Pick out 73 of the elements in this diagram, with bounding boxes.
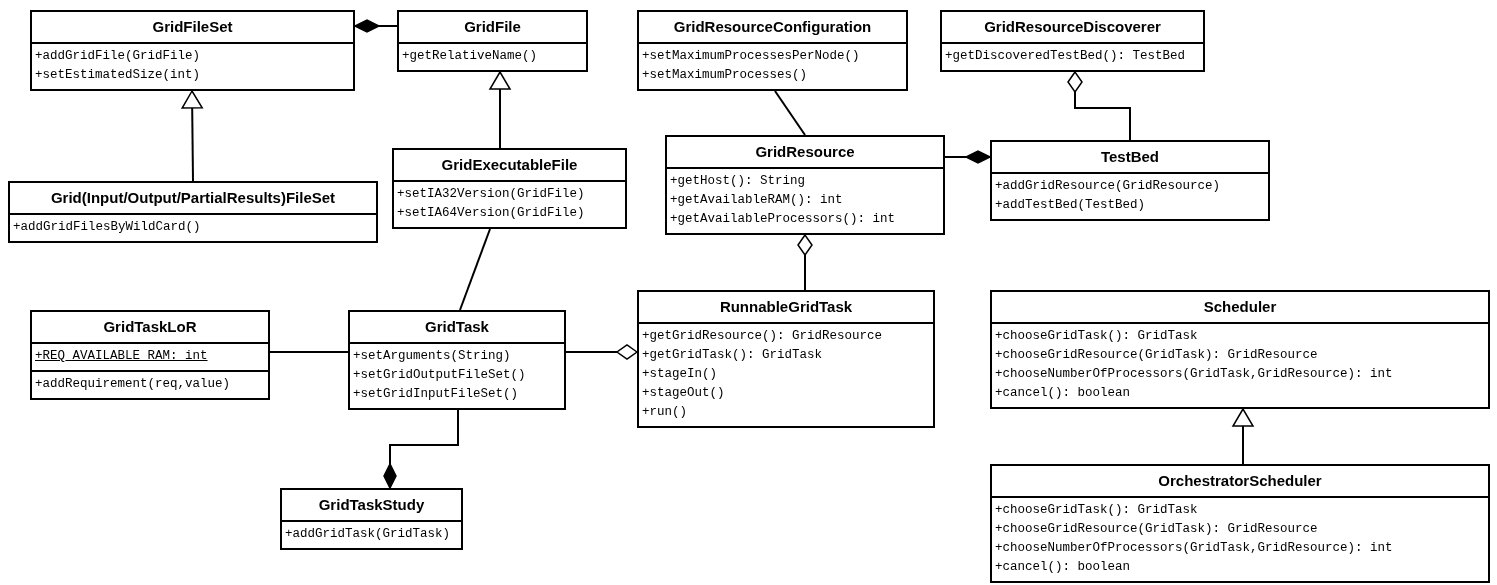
class-box	[637, 10, 908, 91]
method-text: +chooseGridResource(GridTask): GridResource	[994, 521, 1319, 538]
method-text: +chooseGridResource(GridTask): GridResource	[994, 347, 1319, 364]
aggregation-line	[797, 234, 813, 291]
association-line	[774, 90, 806, 136]
method-text: +setArguments(String)	[352, 348, 512, 365]
class-box	[990, 140, 1270, 221]
method-text: +stageOut()	[641, 385, 726, 402]
method-text: +getRelativeName()	[401, 48, 539, 65]
method-text: +stageIn()	[641, 366, 718, 383]
class-name: GridResourceConfiguration	[639, 12, 906, 44]
class-name: GridResourceDiscoverer	[942, 12, 1203, 44]
method-text: +getAvailableProcessors(): int	[669, 211, 897, 228]
method-text: +getAvailableRAM(): int	[669, 192, 844, 209]
class-box	[637, 290, 935, 428]
method-text: +chooseGridTask(): GridTask	[994, 502, 1199, 519]
method-text: +addGridResource(GridResource)	[994, 178, 1222, 195]
method-text: +run()	[641, 404, 688, 421]
class-name: TestBed	[992, 142, 1268, 174]
class-box	[348, 310, 566, 410]
method-text: +chooseGridTask(): GridTask	[994, 328, 1199, 345]
method-text: +getHost(): String	[669, 173, 807, 190]
class-name: Grid(Input/Output/PartialResults)FileSet	[10, 183, 376, 215]
class-name: GridFile	[399, 12, 586, 44]
class-box	[30, 10, 355, 91]
composition-line	[944, 150, 991, 164]
generalization-arrow	[181, 90, 203, 182]
class-box	[392, 148, 627, 229]
method-text: +setEstimatedSize(int)	[34, 67, 202, 84]
aggregation-line	[565, 344, 638, 360]
class-box	[397, 10, 588, 72]
composition-line	[354, 19, 398, 33]
method-text: +getGridTask(): GridTask	[641, 347, 824, 364]
association-line	[459, 228, 491, 311]
class-name: GridResource	[667, 137, 943, 169]
class-box	[990, 290, 1490, 409]
class-box	[30, 310, 270, 400]
class-name: RunnableGridTask	[639, 292, 933, 324]
method-text: +cancel(): boolean	[994, 559, 1132, 576]
method-text: +addTestBed(TestBed)	[994, 197, 1147, 214]
method-text: +setIA32Version(GridFile)	[396, 186, 586, 203]
method-text: +chooseNumberOfProcessors(GridTask,GridResource): int	[994, 540, 1394, 557]
class-name: Scheduler	[992, 292, 1488, 324]
class-name: GridTaskStudy	[282, 490, 461, 522]
method-text: +setMaximumProcessesPerNode()	[641, 48, 861, 65]
method-text: +addGridTask(GridTask)	[284, 526, 452, 543]
class-box	[940, 10, 1205, 72]
class-name: GridFileSet	[32, 12, 353, 44]
method-text: +getGridResource(): GridResource	[641, 328, 884, 345]
method-text: +addGridFilesByWildCard()	[12, 219, 202, 236]
class-name: GridTask	[350, 312, 564, 344]
class-box	[280, 488, 463, 550]
class-box	[990, 464, 1490, 583]
class-box	[8, 181, 378, 243]
class-name: GridTaskLoR	[32, 312, 268, 344]
association-line	[269, 351, 349, 353]
class-name: GridExecutableFile	[394, 150, 625, 182]
method-text: +setGridInputFileSet()	[352, 386, 520, 403]
generalization-arrow	[489, 71, 511, 149]
method-text: +setMaximumProcesses()	[641, 67, 809, 84]
method-text: +cancel(): boolean	[994, 385, 1132, 402]
class-box	[665, 135, 945, 235]
method-text: +addRequirement(req,value)	[34, 376, 232, 393]
method-text: +setIA64Version(GridFile)	[396, 205, 586, 222]
method-text: +getDiscoveredTestBed(): TestBed	[944, 48, 1187, 65]
method-text: +setGridOutputFileSet()	[352, 367, 527, 384]
method-text: +chooseNumberOfProcessors(GridTask,GridResource): int	[994, 366, 1394, 383]
method-text: +addGridFile(GridFile)	[34, 48, 202, 65]
attribute-text: +REQ_AVAILABLE_RAM: int	[34, 348, 209, 365]
generalization-arrow	[1232, 408, 1254, 465]
class-name: OrchestratorScheduler	[992, 466, 1488, 498]
composition-line	[383, 409, 459, 489]
aggregation-line	[1067, 71, 1131, 141]
